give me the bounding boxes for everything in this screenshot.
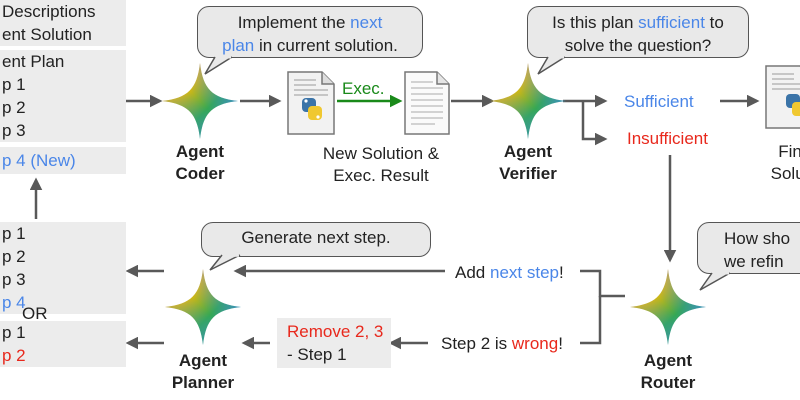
planner-speech-bubble: Generate next step. xyxy=(201,222,431,257)
coder-label: Agent Coder xyxy=(175,142,225,183)
option-a-new-step: p 4 xyxy=(2,293,26,312)
router-label: Agent Router xyxy=(640,351,696,392)
gemini-star-icon xyxy=(630,269,706,345)
plan-step: p 2 xyxy=(2,98,26,117)
gemini-star-icon xyxy=(162,63,238,139)
arrow-verifier-insufficient xyxy=(581,101,608,146)
solution-line: ent Solution xyxy=(2,25,92,44)
coder-speech-bubble: Implement the next plan in current solut… xyxy=(197,6,423,58)
coder-bubble-line2: plan in current solution. xyxy=(222,36,398,55)
router-branch-bracket-lower xyxy=(580,296,602,345)
router-speech-bubble: How sho we refin xyxy=(697,222,800,274)
python-file-icon xyxy=(287,71,335,135)
option-a-step: p 3 xyxy=(2,270,26,289)
current-plan-box: ent Plan p 1 p 2 p 3 xyxy=(0,50,126,142)
option-b-removed-step: p 2 xyxy=(2,346,26,365)
option-a-step: p 1 xyxy=(2,224,26,243)
gemini-star-icon xyxy=(165,269,241,345)
sufficient-label: Sufficient xyxy=(624,92,694,111)
option-b-plan-box: p 1 p 2 xyxy=(0,321,126,367)
descriptions-line: Descriptions xyxy=(2,2,96,21)
plan-title: ent Plan xyxy=(2,52,65,71)
step-wrong-label: Step 2 is wrong! xyxy=(441,334,563,353)
document-icon xyxy=(404,71,450,135)
verifier-label: Agent Verifier xyxy=(499,142,557,183)
router-bubble-line1: How sho xyxy=(724,229,791,248)
gemini-star-icon xyxy=(490,63,566,139)
new-step-box: p 4 (New) xyxy=(0,147,126,174)
coder-bubble-line1: Implement the next xyxy=(237,13,383,32)
remove-steps-line1: Remove 2, 3 xyxy=(287,322,384,341)
router-bubble-line2: we refin xyxy=(724,252,784,271)
new-step-label: p 4 (New) xyxy=(2,151,76,170)
add-next-step-label: Add next step! xyxy=(455,263,564,282)
verifier-speech-bubble: Is this plan sufficient to solve the que… xyxy=(527,6,749,58)
planner-label: Agent Planner xyxy=(171,351,235,392)
remove-steps-box: Remove 2, 3 - Step 1 xyxy=(277,318,391,368)
option-a-step: p 2 xyxy=(2,247,26,266)
plan-step: p 1 xyxy=(2,75,26,94)
router-branch-bracket xyxy=(580,269,625,298)
final-solution-caption: Fin Solut xyxy=(770,142,800,183)
option-a-plan-box: p 1 p 2 p 3 p 4 xyxy=(0,222,126,314)
or-label: OR xyxy=(22,304,48,323)
planner-bubble-text: Generate next step. xyxy=(241,228,391,247)
result-caption: New Solution & Exec. Result xyxy=(322,144,440,185)
python-file-icon xyxy=(765,65,800,129)
exec-label: Exec. xyxy=(342,79,385,98)
plan-step: p 3 xyxy=(2,121,26,140)
remove-steps-line2: - Step 1 xyxy=(287,345,347,364)
verifier-bubble-line2: solve the question? xyxy=(564,36,712,55)
verifier-bubble-line1: Is this plan sufficient to xyxy=(552,13,724,32)
option-b-step: p 1 xyxy=(2,323,26,342)
insufficient-label: Insufficient xyxy=(627,129,708,148)
task-descriptions-box: Descriptions ent Solution xyxy=(0,0,126,46)
